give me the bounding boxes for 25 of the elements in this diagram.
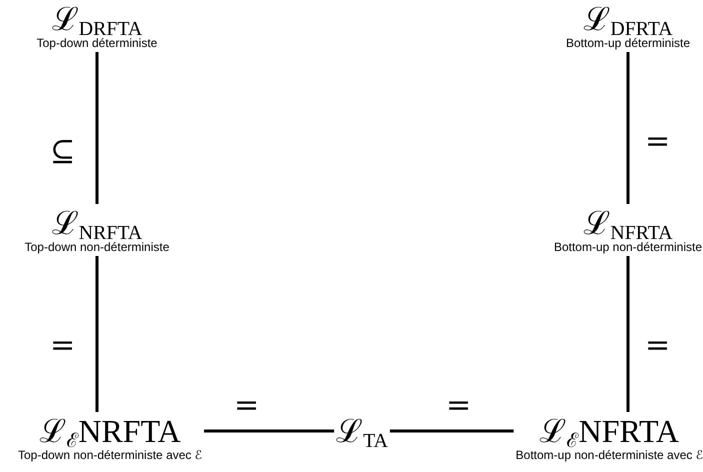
node-caption: Bottom-up non-déterministe avec ℰ	[516, 448, 703, 462]
node-caption: Top-down non-déterministe	[24, 240, 170, 254]
relation-symbol: =	[645, 126, 670, 158]
connector-line	[626, 52, 630, 204]
node-caption: Bottom-up déterministe	[566, 36, 690, 50]
math-label: ℒ$_{ℰ}$NRFTA	[39, 414, 181, 448]
relation-symbol: =	[446, 390, 472, 422]
math-label: ℒ$_{NRFTA}$	[52, 206, 142, 240]
connector-line	[96, 52, 98, 204]
node-caption: Bottom-up non-déterministe	[554, 240, 702, 254]
node-caption: Top-down déterministe	[36, 36, 158, 50]
node-caption: Top-down non-déterministe avec ℰ	[18, 448, 202, 462]
relation-symbol: =	[234, 390, 260, 422]
relation-symbol: =	[50, 330, 76, 362]
math-label: ℒ$_{TA}$	[336, 414, 388, 448]
relation-symbol: =	[645, 330, 670, 362]
math-label: ℒ$_{ℰ}$NFRTA	[540, 414, 680, 448]
connector-line	[390, 430, 514, 432]
relation-symbol: ⊆	[50, 136, 76, 168]
math-label: ℒ$_{NFRTA}$	[583, 206, 673, 240]
math-label: ℒ$_{DFRTA}$	[583, 2, 673, 36]
math-label: ℒ$_{DRFTA}$	[52, 2, 142, 36]
connector-line	[626, 256, 630, 412]
connector-line	[204, 430, 334, 432]
connector-line	[96, 256, 98, 412]
